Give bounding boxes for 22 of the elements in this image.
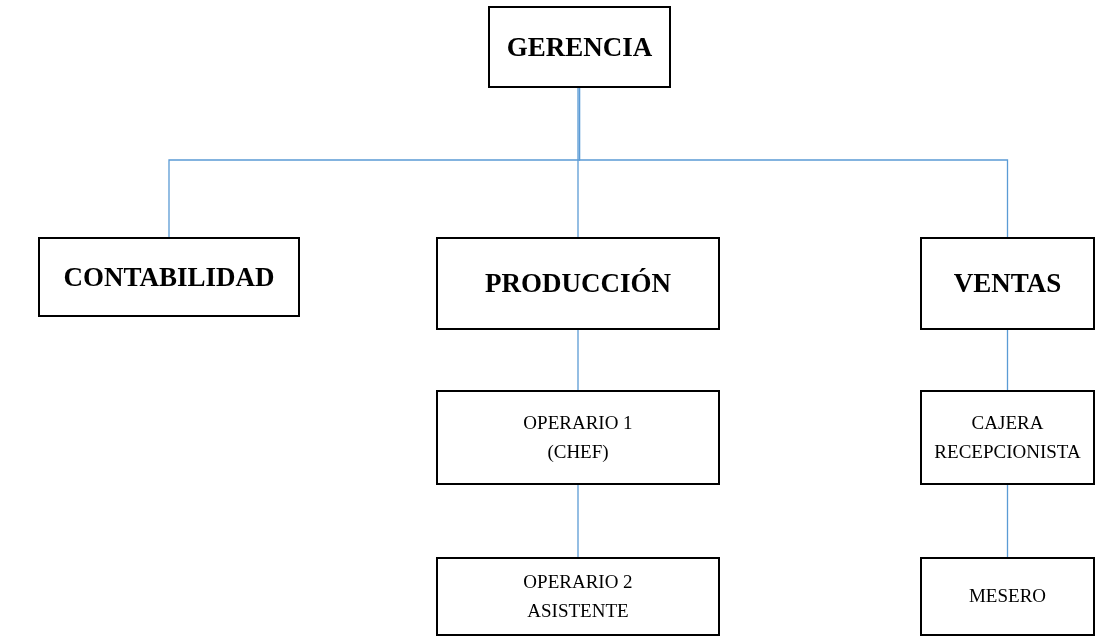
- org-box: [920, 390, 1095, 485]
- box-label: PRODUCCIÓN: [485, 268, 671, 299]
- box-label: GERENCIA: [506, 31, 653, 63]
- box-label: CAJERA RECEPCIONISTA: [933, 411, 1082, 464]
- org-box: [488, 6, 671, 88]
- connector-line: [578, 87, 1009, 238]
- box-label: OPERARIO 2 ASISTENTE: [522, 570, 634, 623]
- org-box: [436, 557, 720, 636]
- org-box: [436, 237, 720, 330]
- connector-line: [577, 329, 579, 391]
- connector-line: [577, 484, 579, 558]
- connector-line: [577, 87, 579, 238]
- org-box: [920, 557, 1095, 636]
- connector-line: [1006, 484, 1009, 558]
- box-label: OPERARIO 1 (CHEF): [522, 411, 634, 464]
- org-box: [38, 237, 300, 317]
- box-label: MESERO: [967, 584, 1048, 609]
- org-box: [436, 390, 720, 485]
- box-label: VENTAS: [953, 268, 1062, 299]
- box-label: CONTABILIDAD: [63, 261, 275, 293]
- connector-line: [1006, 329, 1009, 391]
- org-box: [920, 237, 1095, 330]
